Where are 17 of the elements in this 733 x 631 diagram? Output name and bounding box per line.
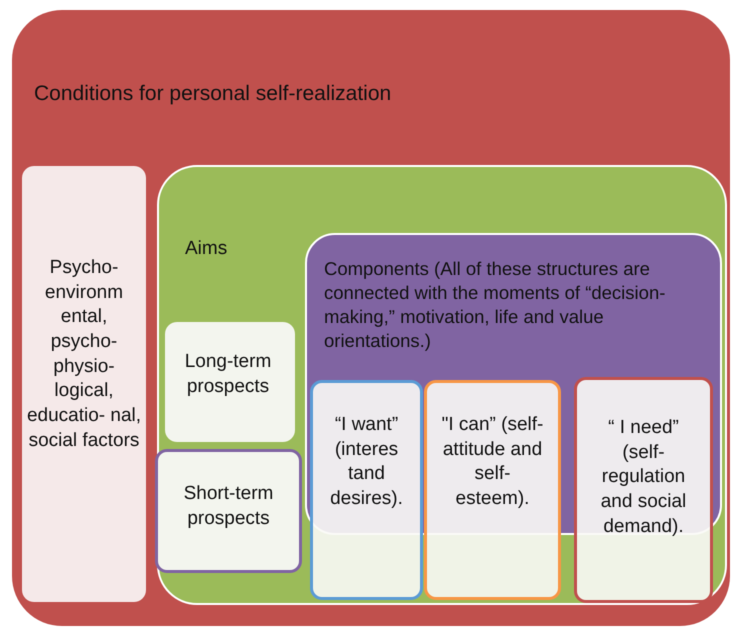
box-label: “ I need” (self- regulation and social demand). [600, 416, 688, 539]
outer-panel [12, 10, 730, 626]
panel-heading: Components (All of these structures are connected with the moments of “decision-making,” motivation, life and value orientations.) [324, 257, 666, 354]
box-label: Short-term prospects [182, 482, 274, 531]
panel-heading: Conditions for personal self-realization [34, 81, 392, 107]
box-label: “I want” (interes tand desires). [329, 413, 404, 512]
panel-heading: Aims [185, 237, 228, 261]
component-box [574, 377, 713, 603]
factor-box [22, 166, 146, 602]
box-label: "I can” (self- attitude and self- esteem). [440, 413, 544, 512]
box-label: Long-term prospects [184, 350, 272, 399]
component-box [424, 380, 561, 600]
aims-panel [157, 165, 727, 605]
box-label: Psycho- environm ental, psycho- physio- logical, educatio- nal, social factors [26, 256, 142, 453]
prospect-box [155, 449, 302, 573]
prospect-box [165, 322, 295, 442]
component-box [310, 380, 423, 600]
